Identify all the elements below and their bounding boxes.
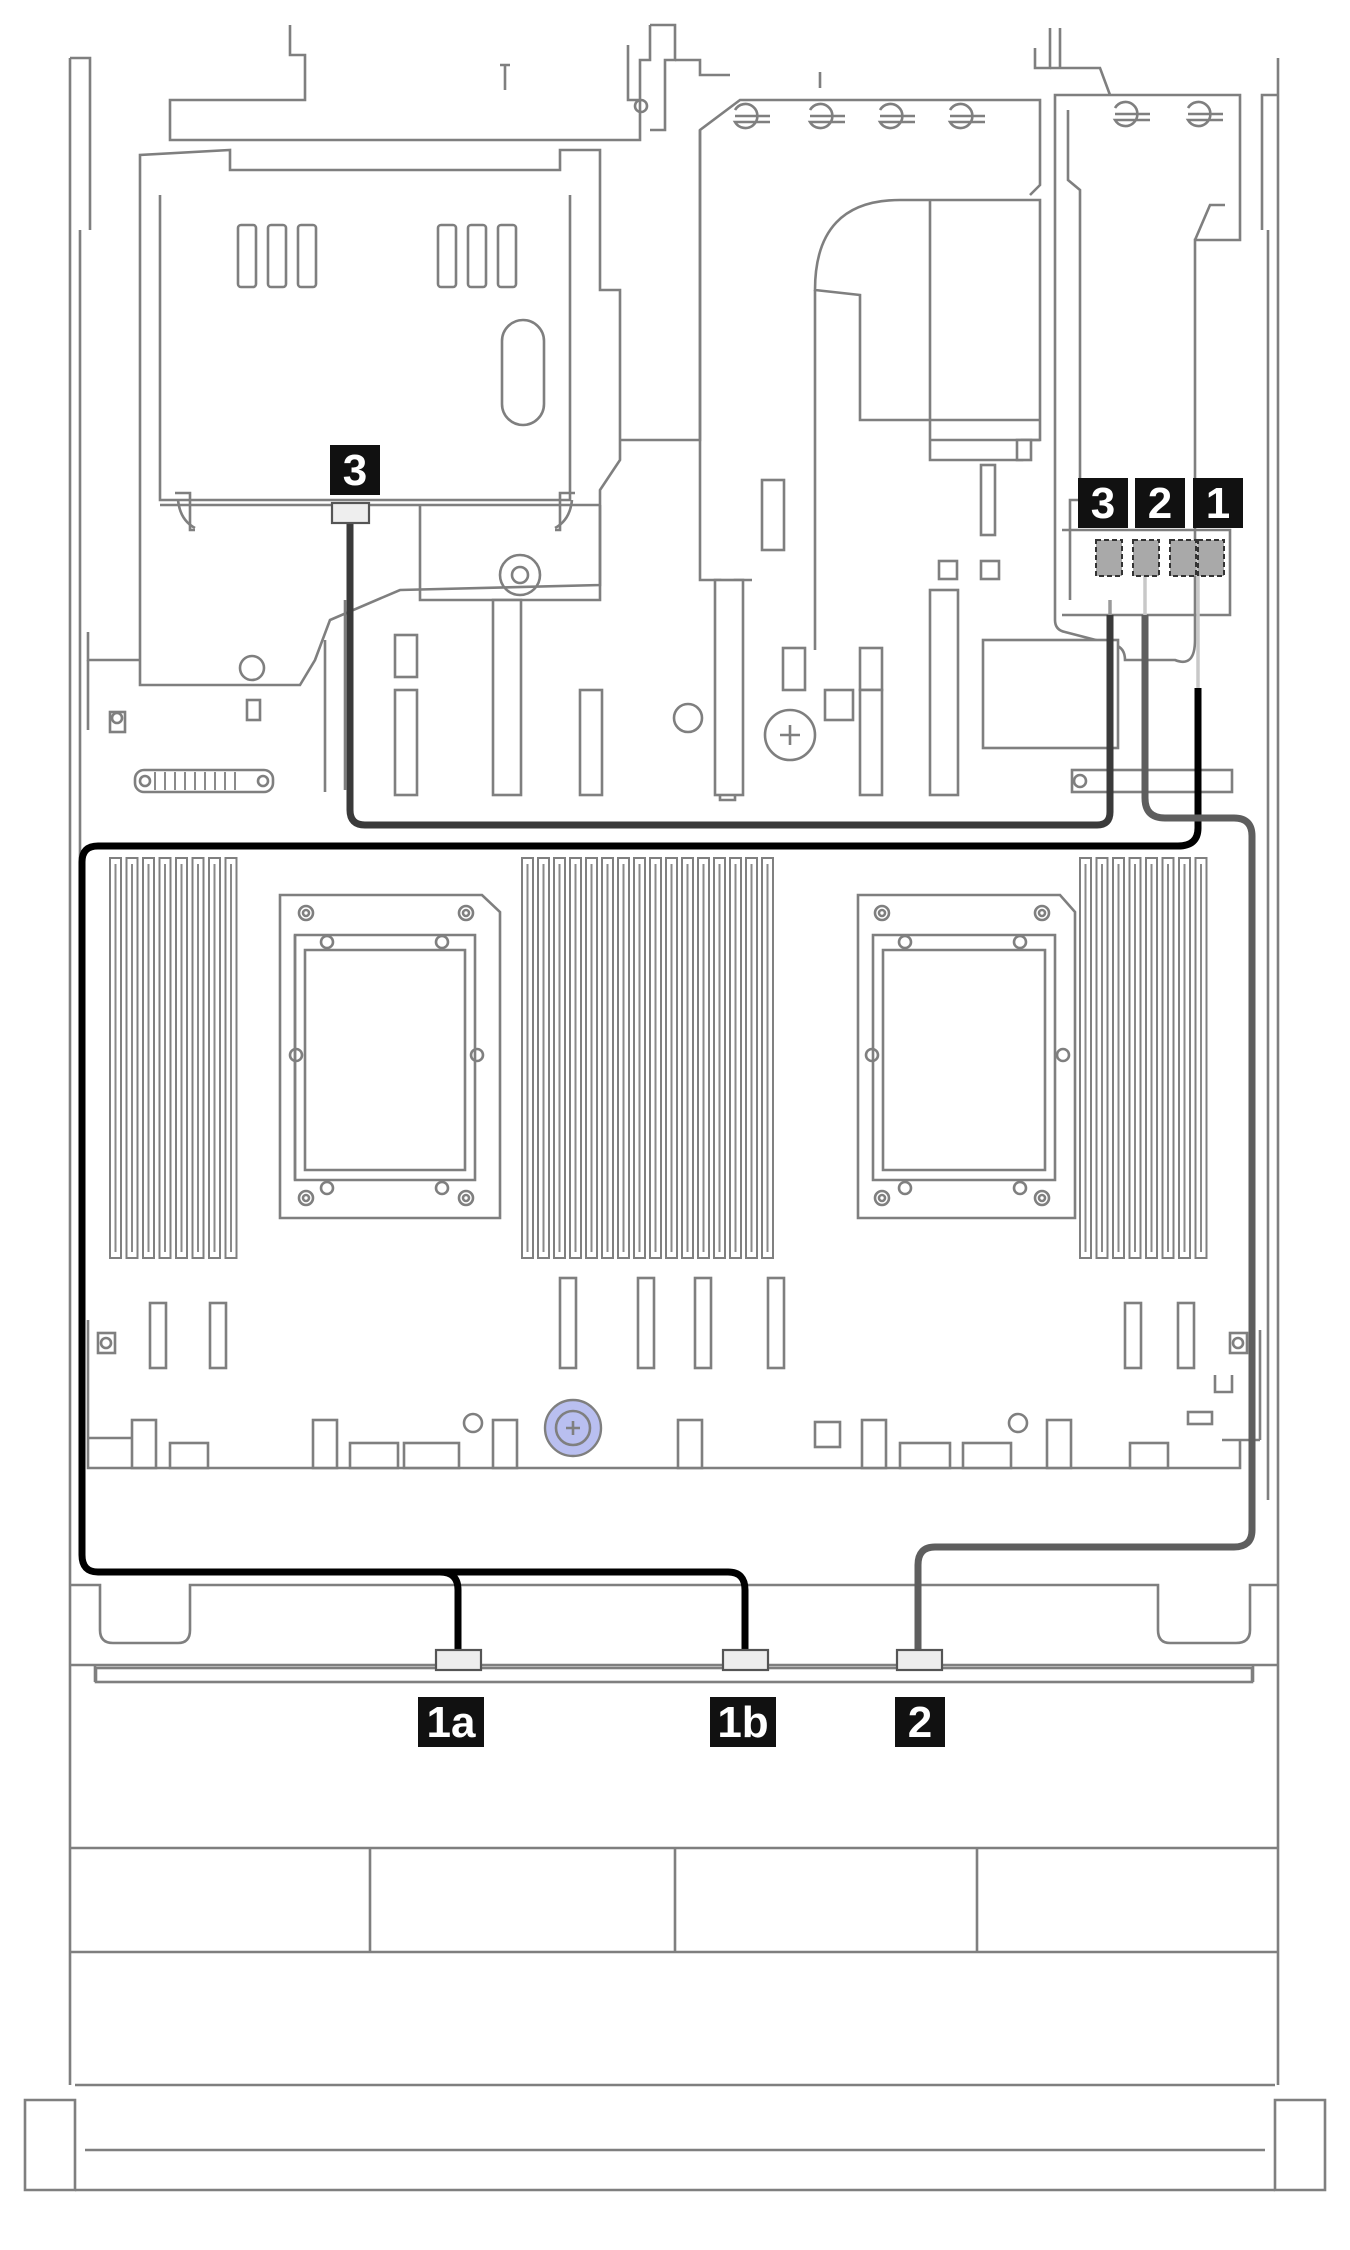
rear-riser-area bbox=[138, 23, 1242, 802]
badge-front-2: 2 bbox=[895, 1697, 945, 1747]
cpu-2-socket bbox=[856, 893, 1077, 1220]
badge-riser-3-text: 3 bbox=[1091, 479, 1115, 528]
badge-front-1b-text: 1b bbox=[717, 1698, 768, 1747]
badge-riser-2-text: 2 bbox=[1148, 479, 1172, 528]
badge-riser-1: 1 bbox=[1193, 478, 1243, 528]
riser-port-1a bbox=[1169, 539, 1197, 577]
badge-front-1b: 1b bbox=[710, 1697, 776, 1747]
badge-front-1a-text: 1a bbox=[427, 1698, 476, 1747]
badge-riser-2: 2 bbox=[1135, 478, 1185, 528]
cable-3 bbox=[346, 522, 1114, 829]
cable-2 bbox=[914, 615, 1256, 1652]
badge-front-1a: 1a bbox=[418, 1697, 484, 1747]
badge-riser-3: 3 bbox=[1078, 478, 1128, 528]
badge-front-2-text: 2 bbox=[908, 1698, 932, 1747]
cpu-1-socket bbox=[278, 893, 502, 1220]
cage-connector-3 bbox=[330, 501, 371, 525]
badge-riser-1-text: 1 bbox=[1206, 479, 1230, 528]
badge-cage-3-text: 3 bbox=[343, 446, 367, 495]
cables bbox=[78, 501, 1256, 1672]
dimm-slots bbox=[109, 857, 1208, 1259]
riser-port-1b bbox=[1197, 539, 1225, 577]
riser-port-2 bbox=[1132, 539, 1160, 577]
riser-slot-connectors bbox=[732, 100, 1223, 130]
front-connector-2 bbox=[895, 1648, 944, 1672]
upper-board-area bbox=[86, 578, 1234, 797]
callouts: 3 3 2 1 1a 1b 2 bbox=[330, 445, 1243, 1747]
riser-port-3 bbox=[1095, 539, 1123, 577]
front-connector-1b bbox=[721, 1648, 770, 1672]
badge-cage-3: 3 bbox=[330, 445, 380, 495]
motherboard bbox=[86, 857, 1262, 1470]
front-connector-1a bbox=[434, 1648, 483, 1672]
